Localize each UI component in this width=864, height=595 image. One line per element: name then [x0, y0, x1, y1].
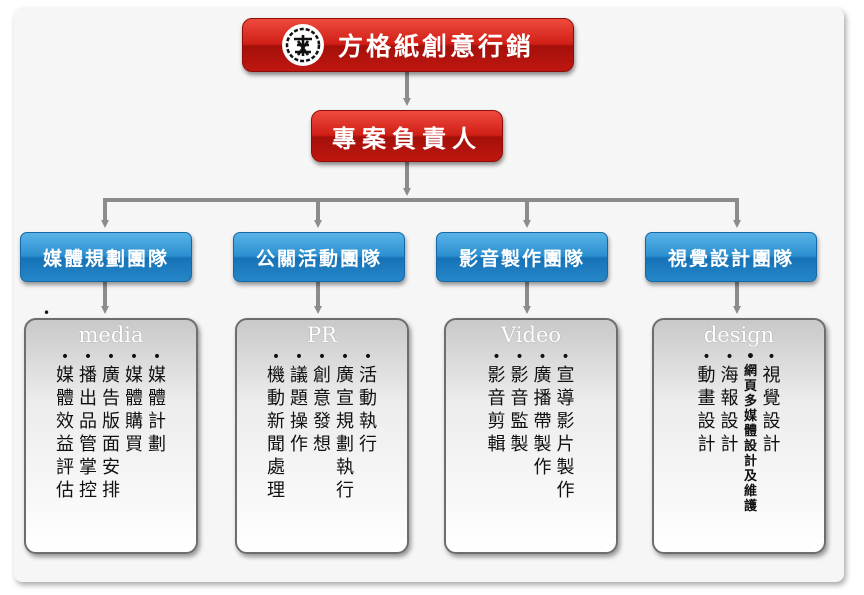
card-item: •媒體效益評估	[56, 349, 74, 501]
bullet-dot: •	[271, 349, 281, 365]
card-item: •影音監製	[510, 349, 529, 455]
card-pr: PR •機動新聞處理 •議題操作 •創意發想 •廣宣規劃執行 •活動執行	[235, 318, 409, 554]
team-design-label: 視覺設計團隊	[667, 247, 794, 270]
bullet-dot: •	[746, 349, 755, 365]
card-item: •宣導影片製作	[556, 349, 575, 501]
card-video: Video •影音剪輯•影音監製•廣播帶製作•宣導影片製作	[444, 318, 618, 554]
bullet-dot: •	[106, 349, 116, 365]
card-item: •活動執行	[359, 349, 377, 455]
bullet-dot: •	[152, 349, 162, 365]
card-media: media •媒體效益評估 •播出品管掌控 •廣告版面安排 •媒體購買 •媒體計劃	[24, 318, 198, 554]
card-design-title: design	[703, 323, 775, 347]
card-item: •網頁多媒體設計及維護	[743, 349, 757, 514]
bullet-dot: •	[129, 349, 139, 365]
card-item: •廣宣規劃執行	[336, 349, 354, 501]
project-manager-box: 專案負責人	[311, 110, 503, 162]
bullet-dot: •	[767, 349, 776, 365]
bullet-dot: •	[725, 349, 734, 365]
card-item: •媒體購買	[125, 349, 143, 455]
project-manager-label: 專案負責人	[332, 124, 482, 153]
card-pr-columns: •機動新聞處理 •議題操作 •創意發想 •廣宣規劃執行 •活動執行	[237, 350, 407, 502]
bullet-dot: •	[515, 349, 524, 365]
card-item: •影音剪輯	[487, 349, 506, 455]
card-video-title: Video	[500, 323, 562, 347]
bullet-dot: •	[294, 349, 304, 365]
bullet-dot: •	[363, 349, 373, 365]
team-media-box: 媒體規劃團隊	[20, 232, 192, 282]
bullet-dot: •	[702, 349, 711, 365]
card-item: •播出品管掌控	[79, 349, 97, 501]
bullet-dot: •	[492, 349, 501, 365]
company-seal-logo-icon	[281, 24, 324, 66]
card-item: •議題操作	[290, 349, 308, 455]
bullet-dot: •	[561, 349, 570, 365]
card-item: •海報設計	[720, 349, 739, 455]
card-media-columns: •媒體效益評估 •播出品管掌控 •廣告版面安排 •媒體購買 •媒體計劃	[26, 350, 196, 502]
team-media-label: 媒體規劃團隊	[42, 247, 169, 270]
card-media-title: media	[78, 323, 144, 347]
card-item: •動畫設計	[697, 349, 716, 455]
team-design-box: 視覺設計團隊	[645, 232, 817, 282]
card-item: •媒體計劃	[148, 349, 166, 455]
card-item: •機動新聞處理	[267, 349, 285, 501]
card-design-columns: •動畫設計•海報設計 •網頁多媒體設計及維護 •視覺設計	[654, 350, 824, 514]
bullet-dot: •	[60, 349, 70, 365]
card-item: •廣播帶製作	[533, 349, 552, 478]
bullet-dot: •	[340, 349, 350, 365]
bullet-dot: •	[83, 349, 93, 365]
card-pr-title: PR	[307, 323, 337, 347]
team-video-label: 影音製作團隊	[458, 247, 585, 270]
card-video-columns: •影音剪輯•影音監製•廣播帶製作•宣導影片製作	[446, 350, 616, 502]
team-video-box: 影音製作團隊	[436, 232, 608, 282]
stray-bullet: •	[43, 306, 51, 320]
card-design: design •動畫設計•海報設計 •網頁多媒體設計及維護 •視覺設計	[652, 318, 826, 554]
team-pr-box: 公關活動團隊	[233, 232, 405, 282]
card-item: •創意發想	[313, 349, 331, 455]
company-name: 方格紙創意行銷	[337, 32, 534, 61]
bullet-dot: •	[538, 349, 547, 365]
company-box: 方格紙創意行銷	[242, 18, 574, 72]
team-pr-label: 公關活動團隊	[255, 247, 382, 270]
card-item: •廣告版面安排	[102, 349, 120, 501]
bullet-dot: •	[317, 349, 327, 365]
card-item: •視覺設計	[762, 349, 781, 455]
